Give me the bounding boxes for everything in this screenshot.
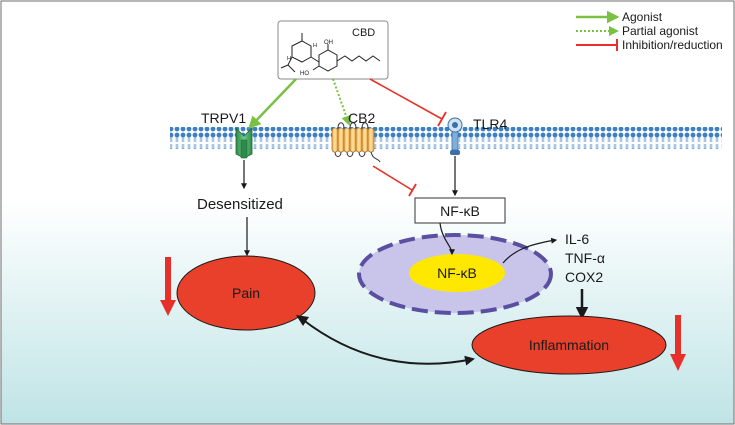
cbd-structure-icon bbox=[280, 33, 381, 73]
tlr4-label: TLR4 bbox=[473, 116, 507, 132]
cb2-receptor-icon bbox=[331, 122, 381, 163]
trpv1-channel-icon bbox=[235, 127, 253, 159]
trpv1-label: TRPV1 bbox=[201, 110, 246, 126]
inflammation-ellipse bbox=[471, 315, 667, 375]
arrowhead-to-pain bbox=[296, 315, 309, 326]
arrow-nfkb-translocation bbox=[439, 222, 455, 256]
cb2-label: CB2 bbox=[348, 110, 375, 126]
inhibition-line-cb2-to-nfkb bbox=[372, 165, 413, 191]
nfkb-nucleus-label: NF-κB bbox=[437, 265, 477, 281]
inhibition-bar-nfkb bbox=[408, 183, 417, 197]
cytokine-il6: IL-6 bbox=[565, 231, 589, 247]
cell-membrane bbox=[170, 127, 722, 149]
pain-label: Pain bbox=[232, 285, 260, 301]
cytokine-tnf-alpha: TNF-α bbox=[565, 250, 605, 266]
inflammation-reduction-arrow-icon bbox=[670, 315, 686, 371]
pain-ellipse bbox=[176, 255, 316, 331]
tlr4-receptor-icon bbox=[447, 117, 463, 155]
legend-inhibition-label: Inhibition/reduction bbox=[622, 38, 723, 52]
cbd-h-upper-label: H bbox=[313, 43, 317, 49]
arrow-nfkb-to-cytokines bbox=[502, 237, 558, 264]
nfkb-nucleus-core bbox=[409, 254, 505, 292]
nfkb-cytoplasm-box bbox=[414, 197, 506, 224]
legend: Agonist Partial agonist Inhibition/reduc… bbox=[576, 10, 723, 52]
inhibition-bar-tlr4 bbox=[437, 111, 447, 127]
arrow-inflammation-pain-link bbox=[301, 318, 475, 366]
cytokine-cox2: COX2 bbox=[565, 269, 603, 285]
cbd-ho-label: HO bbox=[300, 71, 309, 77]
agonist-arrow-to-trpv1 bbox=[248, 78, 297, 129]
cbd-oh-label: OH bbox=[324, 40, 333, 46]
pain-reduction-arrow-icon bbox=[160, 257, 176, 316]
legend-agonist-label: Agonist bbox=[622, 10, 663, 24]
desensitized-label: Desensitized bbox=[197, 196, 283, 213]
legend-partial-agonist-label: Partial agonist bbox=[622, 24, 699, 38]
nfkb-cytoplasm-label: NF-κB bbox=[440, 203, 480, 219]
inflammation-label: Inflammation bbox=[529, 337, 609, 353]
cbd-h-lower-label: H bbox=[287, 56, 291, 62]
cbd-molecule-box: CBD OH HO H H bbox=[277, 20, 389, 80]
cbd-label: CBD bbox=[352, 27, 375, 39]
inhibition-line-to-tlr4 bbox=[369, 78, 443, 120]
